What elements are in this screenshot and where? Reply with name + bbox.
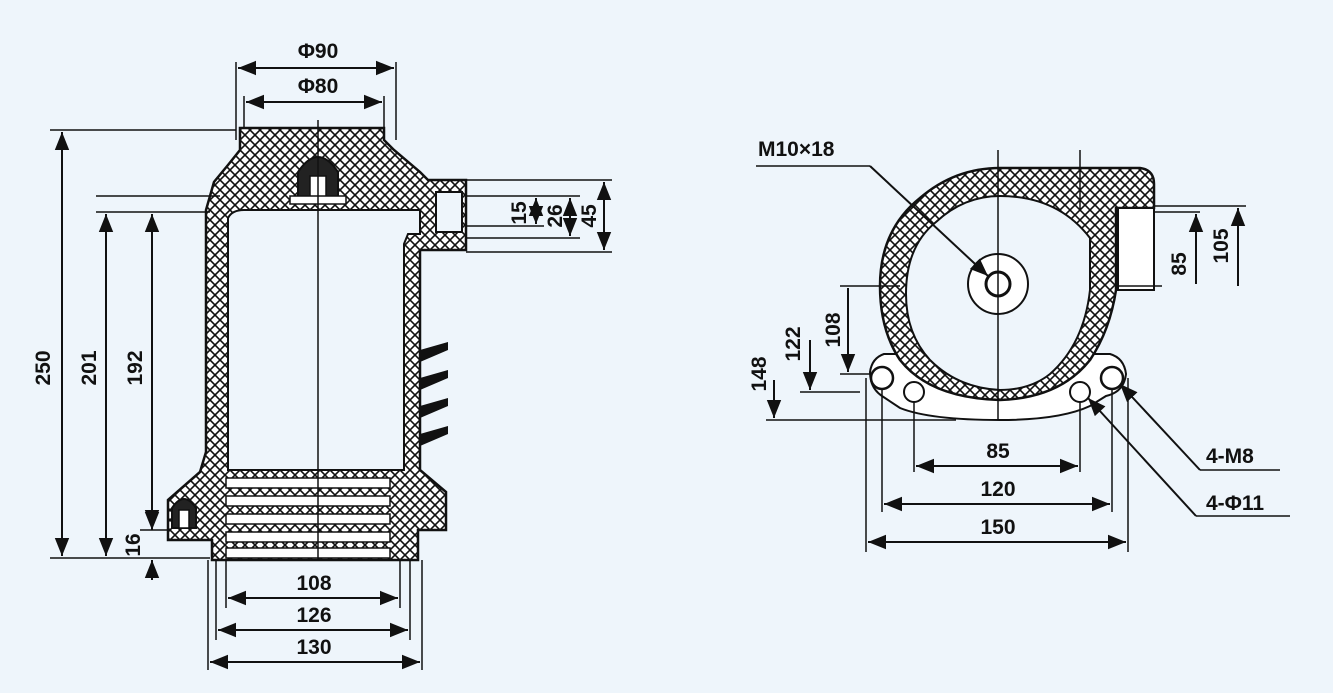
dim-26: 26 [544, 204, 567, 227]
dim-126-bottom: 126 [296, 604, 331, 627]
dim-108-bottom: 108 [296, 572, 331, 595]
dim-108-top: 108 [822, 312, 845, 347]
thread-grooves [225, 477, 391, 559]
hole-m8-right [1099, 365, 1125, 391]
label-m10x18: M10×18 [758, 138, 835, 161]
dim-85-vertical: 85 [1168, 252, 1191, 276]
dim-16: 16 [122, 533, 145, 556]
top-view: M10×18 85 105 108 122 148 85 120 150 [748, 138, 1290, 552]
dim-105: 105 [1210, 228, 1233, 263]
right-lug [1117, 207, 1155, 291]
dim-150: 150 [980, 516, 1015, 539]
hole-phi11-right [1069, 381, 1091, 403]
dim-phi90: Φ90 [298, 40, 339, 63]
label-4-phi11: 4-Φ11 [1206, 492, 1264, 515]
dim-148: 148 [748, 356, 771, 391]
dim-201: 201 [78, 350, 101, 385]
sheds [420, 342, 448, 446]
dim-192: 192 [124, 350, 147, 385]
dim-122: 122 [782, 326, 805, 361]
dim-85-horizontal: 85 [986, 440, 1010, 463]
dim-15: 15 [508, 201, 531, 225]
dim-phi80: Φ80 [298, 75, 339, 98]
inner-cavity [227, 209, 421, 471]
hole-phi11-left [903, 381, 925, 403]
label-4-m8: 4-M8 [1206, 445, 1254, 468]
dim-130-bottom: 130 [296, 636, 331, 659]
dim-120: 120 [980, 478, 1015, 501]
hole-m8-left [869, 365, 895, 391]
dim-250: 250 [32, 350, 55, 385]
side-boss [435, 191, 463, 233]
dim-45: 45 [578, 204, 601, 228]
side-view: Φ90 Φ80 250 201 192 16 15 26 45 [32, 40, 612, 670]
